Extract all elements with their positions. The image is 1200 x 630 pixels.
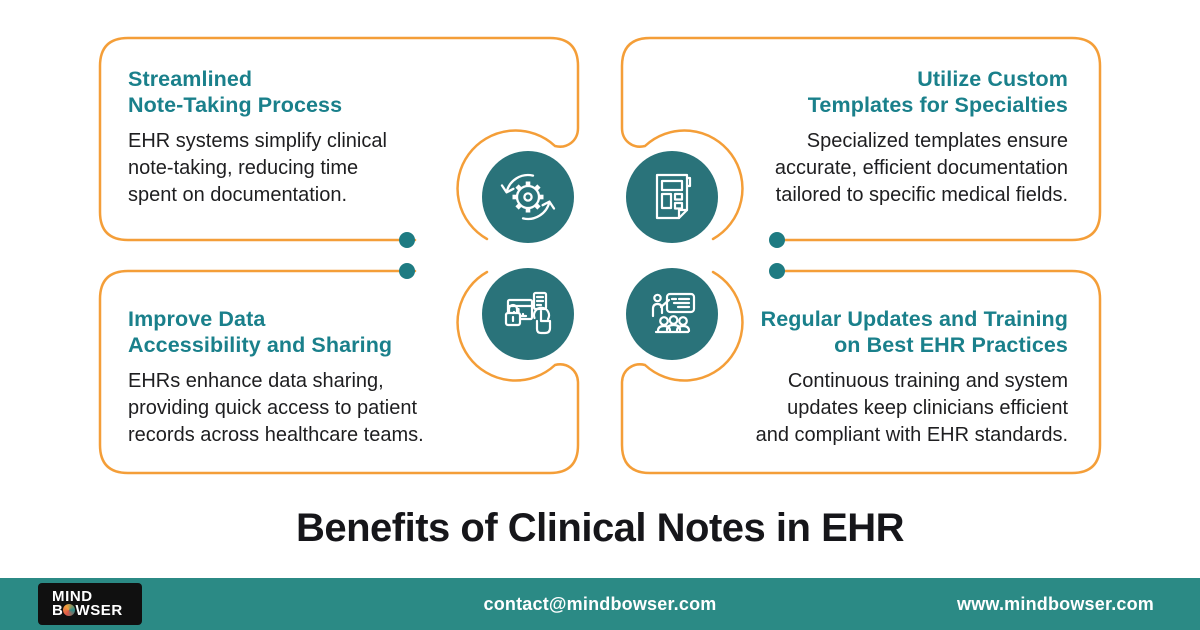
card-body-line: tailored to specific medical fields. [775, 184, 1068, 206]
card-body-line: updates keep clinicians efficient [787, 397, 1068, 419]
card-outline-top-left [98, 36, 580, 242]
card-heading-line: Regular Updates and Training [760, 307, 1068, 331]
icon-circle-top-left [482, 151, 574, 243]
card-top-left: Streamlined Note-Taking Process EHR syst… [128, 66, 448, 209]
card-body-line: note-taking, reducing time [128, 157, 359, 179]
card-heading-line: Templates for Specialties [807, 93, 1068, 117]
card-body: Specialized templates ensure accurate, e… [708, 128, 1068, 209]
card-heading: Improve Data Accessibility and Sharing [128, 306, 468, 358]
card-heading: Streamlined Note-Taking Process [128, 66, 448, 118]
logo-swirl-o-icon [63, 604, 76, 616]
card-bottom-left: Improve Data Accessibility and Sharing E… [128, 306, 468, 449]
card-body: EHR systems simplify clinical note-takin… [128, 128, 448, 209]
card-outline-bottom-right [620, 269, 1102, 475]
page-title: Benefits of Clinical Notes in EHR [295, 506, 905, 550]
card-heading-line: Utilize Custom [917, 67, 1068, 91]
card-body-line: records across healthcare teams. [128, 424, 424, 446]
icon-circle-bottom-right [626, 268, 718, 360]
connector-dot [399, 263, 415, 279]
card-heading: Utilize Custom Templates for Specialties [708, 66, 1068, 118]
card-heading-line: Accessibility and Sharing [128, 333, 393, 357]
card-body-line: EHRs enhance data sharing, [128, 370, 384, 392]
card-body-line: spent on documentation. [128, 184, 348, 206]
card-heading: Regular Updates and Training on Best EHR… [698, 306, 1068, 358]
card-top-right: Utilize Custom Templates for Specialties… [708, 66, 1068, 209]
card-heading-line: Improve Data [128, 307, 266, 331]
card-bottom-right: Regular Updates and Training on Best EHR… [698, 306, 1068, 449]
website-url: www.mindbowser.com [957, 593, 1154, 614]
card-heading-line: Note-Taking Process [128, 93, 343, 117]
data-access-icon [504, 291, 552, 335]
card-outline-top-right [620, 36, 1102, 242]
card-body-line: providing quick access to patient [128, 397, 418, 419]
card-body-line: and compliant with EHR standards. [755, 424, 1068, 446]
connector-dot [769, 232, 785, 248]
card-heading-line: on Best EHR Practices [834, 333, 1068, 357]
card-body-line: Specialized templates ensure [806, 130, 1068, 152]
footer-bar: MIND B WSER contact@mindbowser.com www.mi… [0, 578, 1200, 630]
icon-circle-bottom-left [482, 268, 574, 360]
card-body: Continuous training and system updates k… [698, 368, 1068, 449]
card-body-line: EHR systems simplify clinical [128, 130, 387, 152]
connector-dot [399, 232, 415, 248]
card-heading-line: Streamlined [128, 67, 253, 91]
sync-gear-icon [500, 173, 556, 221]
logo-line-2: B WSER [52, 602, 142, 619]
training-icon [651, 292, 696, 334]
connector-dot [769, 263, 785, 279]
custom-template-icon [655, 173, 692, 220]
card-outline-bottom-left [98, 269, 580, 475]
card-body-line: accurate, efficient documentation [774, 157, 1068, 179]
logo-line2-post: WSER [75, 602, 123, 619]
logo-line-1: MIND [52, 588, 93, 605]
card-body: EHRs enhance data sharing, providing qui… [128, 368, 468, 449]
card-body-line: Continuous training and system [787, 370, 1068, 392]
mindbowser-logo: MIND B WSER [38, 583, 142, 625]
contact-email: contact@mindbowser.com [483, 593, 717, 614]
logo-line2-pre: B [52, 602, 64, 619]
